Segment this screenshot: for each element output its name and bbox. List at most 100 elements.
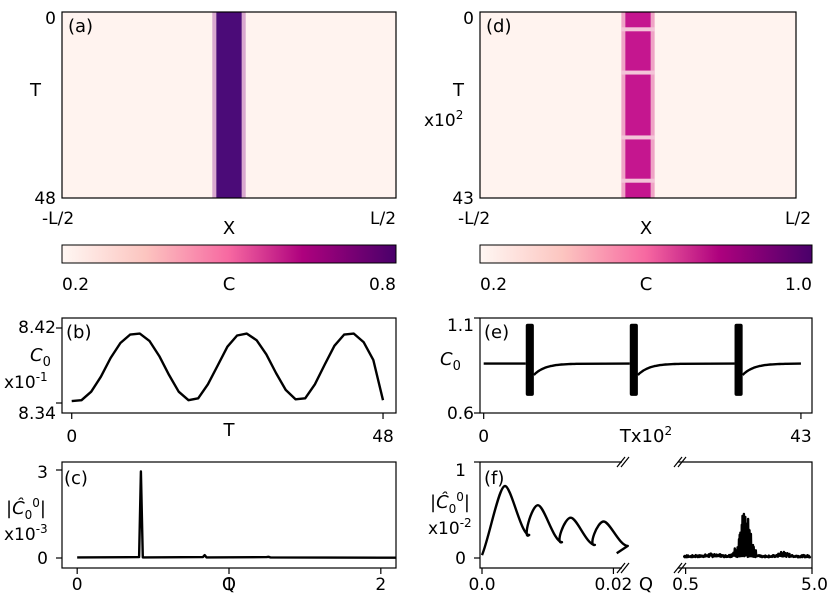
line-f-ylabel-bar: | (464, 492, 470, 513)
axis-break-bottom-right (673, 562, 683, 574)
line-c-xlabel: Q (222, 574, 236, 595)
heatmap-d-pinch-2 (621, 135, 655, 140)
axis-break-top-right (673, 456, 683, 468)
line-e-xlabel: Tx102 (619, 424, 672, 447)
heatmap-d-stripe (621, 12, 655, 198)
line-f-right-frame (678, 461, 813, 569)
heatmap-a-xtick-1: L/2 (370, 209, 396, 229)
heatmap-d-pinch-3 (621, 178, 655, 183)
heatmap-a-stripe-edge-right (241, 12, 246, 198)
line-c-xtick-2: 2 (375, 575, 386, 595)
line-e-series (483, 362, 801, 376)
heatmap-d-ylabel-scale: x102 (424, 108, 463, 131)
line-e-bursts (525, 323, 743, 396)
line-f-xtick-3: 5.0 (801, 575, 828, 595)
line-f-left-frame (479, 461, 622, 569)
heatmap-d-ylabel: T (452, 80, 465, 101)
line-b-series (71, 332, 385, 403)
line-f-yscale: x10-2 (428, 516, 472, 539)
colorbar-d: 0.2 C 1.0 (479, 244, 813, 295)
line-e-ytick-1: 1.1 (447, 316, 474, 336)
line-e-burst-2 (734, 323, 743, 396)
line-f-ylabel-sup: 0 (456, 490, 464, 504)
line-f-xtick-1: 0.02 (594, 575, 632, 595)
axis-break-bottom-left-2 (620, 562, 630, 574)
colorbar-a-label: C (223, 274, 236, 295)
heatmap-d-frame (479, 11, 797, 199)
line-f-yscale-base: x10 (428, 519, 460, 539)
line-b-xtick-1: 48 (372, 427, 394, 447)
line-f-ticks (474, 461, 813, 574)
colorbar-d-min-label: 0.2 (480, 275, 507, 295)
heatmap-a-ylabel: T (29, 80, 42, 101)
line-e-xlabel-exp: 2 (664, 424, 672, 438)
colorbar-a-gradient (61, 244, 397, 264)
line-e-frame (479, 317, 813, 414)
line-c-ytick-0: 0 (37, 549, 48, 569)
line-f-xtick-0: 0.0 (468, 575, 495, 595)
line-c-yscale-exp: -3 (36, 522, 48, 536)
line-e-ylabel-sub: 0 (453, 359, 461, 374)
colorbar-a-max-label: 0.8 (369, 275, 396, 295)
line-f-left-series (480, 484, 629, 556)
line-e-burst-1 (629, 323, 638, 396)
line-e-ylabel: C0 (440, 349, 461, 374)
heatmap-d-ylabel-scale-base: x10 (424, 111, 456, 131)
axis-break-marks (616, 456, 687, 574)
heatmap-a-ytick-1: 48 (34, 189, 56, 209)
line-c-ylabel-bar: | (40, 498, 46, 519)
panel-label-d: (d) (486, 16, 511, 37)
line-c-ticks (56, 469, 382, 574)
colorbar-d-max-label: 1.0 (785, 275, 812, 295)
line-c-yscale-base: x10 (4, 525, 36, 545)
heatmap-d-ytick-0: 0 (463, 9, 474, 29)
heatmap-d-ytick-1: 43 (452, 189, 474, 209)
panel-label-b: (b) (66, 322, 91, 343)
line-e-burst-0 (525, 323, 534, 396)
colorbar-a-min-label: 0.2 (62, 275, 89, 295)
heatmap-a-xtick-0: -L/2 (42, 209, 74, 229)
line-c-xtick-1: 1 (224, 575, 235, 595)
panel-label-f: (f) (484, 468, 504, 489)
line-f-xlabel: Q (639, 574, 653, 595)
colorbar-d-gradient (479, 244, 813, 264)
line-f-ylabel-base: |Ĉ (430, 491, 449, 513)
panel-label-e: (e) (484, 322, 509, 343)
line-e-ytick-0: 0.6 (447, 404, 474, 424)
heatmap-d-xtick-1: L/2 (785, 209, 811, 229)
line-b-frame (61, 317, 397, 414)
panel-label-a: (a) (68, 16, 93, 37)
heatmap-a-xlabel: X (223, 218, 235, 239)
line-panel-f: (f) 1 0 |Ĉ00| x10-2 0.0 0.02 Q 0.5 5.0 (428, 456, 828, 595)
colorbar-d-label: C (640, 274, 653, 295)
line-b-yscale-exp: -1 (36, 370, 48, 384)
line-c-ylabel-sup: 0 (32, 496, 40, 510)
heatmap-a-frame (61, 11, 397, 199)
heatmap-a-ytick-0: 0 (45, 9, 56, 29)
line-b-xtick-0: 0 (66, 427, 77, 447)
axis-break-top-left-2 (620, 456, 630, 468)
line-f-xtick-2: 0.5 (672, 575, 699, 595)
line-c-xtick-0: 0 (72, 575, 83, 595)
line-e-xtick-1: 43 (790, 427, 812, 447)
line-b-xlabel: T (223, 420, 236, 441)
axis-break-bottom-left (616, 562, 626, 574)
line-b-ytick-1: 8.42 (18, 318, 56, 338)
line-b-yscale-base: x10 (4, 373, 36, 393)
line-c-ylabel-sub: 0 (25, 508, 33, 522)
heatmap-d-pinch-0 (621, 27, 655, 32)
heatmap-d-pinch-1 (621, 70, 655, 75)
line-f-right-series (683, 512, 812, 559)
heatmap-a-stripe (216, 12, 242, 198)
line-e-ticks (474, 317, 802, 419)
line-e-xtick-0: 0 (478, 427, 489, 447)
heatmap-a-stripe-edge-left (212, 12, 217, 198)
line-b-ylabel-base: C (30, 345, 43, 366)
line-f-ytick-0: 0 (455, 549, 466, 569)
line-b-ticks (56, 327, 384, 419)
colorbar-a: 0.2 C 0.8 (61, 244, 397, 295)
heatmap-panel-a: (a) T 0 48 -L/2 L/2 X (29, 9, 397, 239)
line-e-ylabel-base: C (440, 349, 453, 370)
axis-break-top-right-2 (677, 456, 687, 468)
